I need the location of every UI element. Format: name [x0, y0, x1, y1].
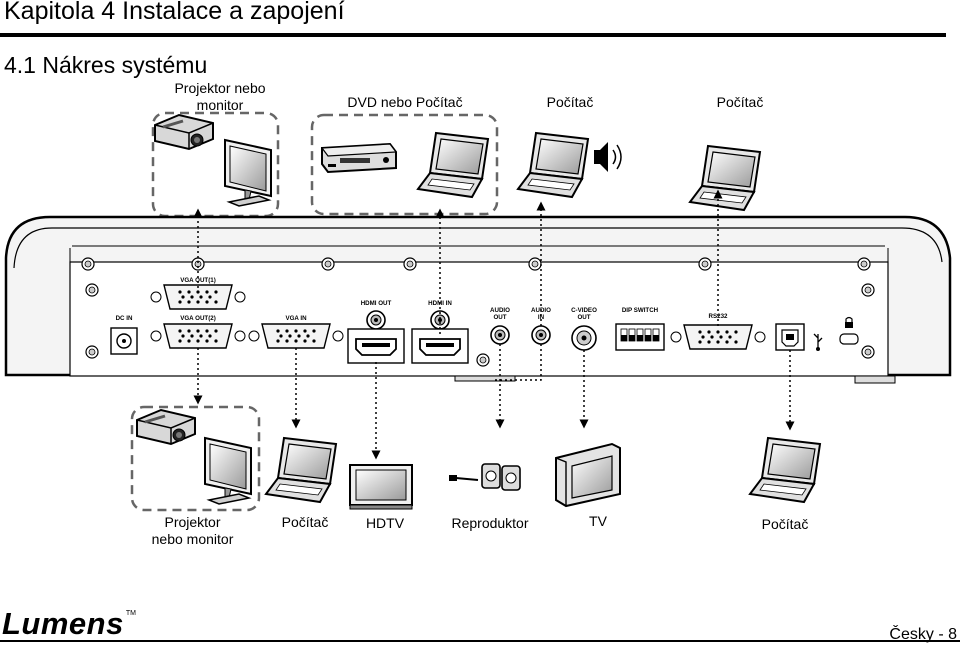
- footer-rule: [0, 640, 960, 642]
- audio-out-port: [490, 325, 510, 345]
- top-rs232-laptop-icon: [689, 145, 761, 211]
- top-computer-audio-label: Počítač: [546, 94, 594, 110]
- dc-in-label: DC IN: [116, 315, 133, 322]
- bottom-hdtv-label: HDTV: [365, 515, 405, 531]
- hdmi-out-port: [347, 328, 405, 364]
- bottom-monitor-icon: [204, 437, 252, 505]
- chapter-title: Kapitola 4 Instalace a zapojení: [4, 0, 345, 25]
- speaker-sound-icon: [594, 142, 622, 172]
- top-computer-rs232-label: Počítač: [716, 94, 764, 110]
- top-dvd-computer-label: DVD nebo Počítač: [347, 94, 463, 110]
- bottom-usb-laptop-icon: [749, 437, 821, 503]
- top-projector-monitor-label: Projektor nebo monitor: [165, 80, 275, 114]
- top-dvd-laptop-icon: [417, 132, 489, 198]
- bottom-projector-icon: [135, 408, 197, 446]
- section-title: 4.1 Nákres systému: [4, 52, 208, 78]
- bottom-projector-monitor-label-line2: nebo monitor: [151, 531, 234, 547]
- c-video-out-label-1: C-VIDEO: [571, 307, 597, 314]
- top-monitor-icon: [224, 139, 272, 207]
- audio-out-label-1: AUDIO: [490, 307, 510, 314]
- hdmi-in-port: [411, 328, 469, 364]
- bottom-tv-label: TV: [589, 513, 607, 529]
- top-dvd-group-outline: [310, 113, 499, 216]
- dvd-player-icon: [320, 142, 398, 174]
- usb-port: [775, 323, 805, 351]
- c-video-out-port: [571, 325, 597, 351]
- bottom-vga-computer-label: Počítač: [281, 514, 329, 530]
- bottom-usb-computer-label: Počítač: [761, 516, 809, 532]
- hdmi-out-label: HDMI OUT: [361, 300, 392, 307]
- page-number: Česky - 8: [889, 626, 957, 643]
- hdtv-icon: [349, 464, 413, 510]
- bottom-projector-group-outline: [130, 405, 261, 512]
- top-audio-laptop-icon: [517, 132, 589, 198]
- bottom-projector-monitor-label: Projektor nebo monitor: [135, 514, 250, 548]
- top-projector-monitor-label-line2: monitor: [196, 97, 244, 113]
- dip-switch-label: DIP SWITCH: [622, 307, 659, 314]
- top-projector-group-outline: [151, 111, 280, 218]
- audio-in-port: [531, 325, 551, 345]
- dip-switch: [615, 323, 665, 351]
- tv-icon: [555, 442, 621, 508]
- c-video-out-label-2: OUT: [577, 314, 590, 321]
- top-projector-icon: [153, 113, 215, 151]
- brand-name: Lumens: [2, 606, 124, 641]
- conn-audio-in-route: [494, 344, 542, 381]
- audio-speaker-icon: [449, 463, 521, 491]
- vga-out1-label: VGA OUT(1): [180, 277, 216, 284]
- top-projector-monitor-label-line1: Projektor nebo: [174, 80, 266, 96]
- bottom-projector-monitor-label-line1: Projektor: [164, 514, 221, 530]
- title-rule: [0, 33, 946, 37]
- rs232-label: RS232: [709, 313, 728, 320]
- audio-in-label-2: IN: [538, 314, 545, 321]
- kensington-lock-icon: [845, 316, 853, 328]
- bottom-vga-laptop-icon: [265, 437, 337, 503]
- usb-icon: [813, 333, 823, 351]
- audio-out-label-2: OUT: [493, 314, 506, 321]
- kensington-slot: [839, 333, 859, 345]
- vga-out2-label: VGA OUT(2): [180, 315, 216, 322]
- bottom-speaker-label: Reproduktor: [451, 515, 529, 531]
- vga-in-label: VGA IN: [285, 315, 307, 322]
- dc-in-port: [110, 327, 138, 355]
- trademark-mark: TM: [125, 610, 136, 617]
